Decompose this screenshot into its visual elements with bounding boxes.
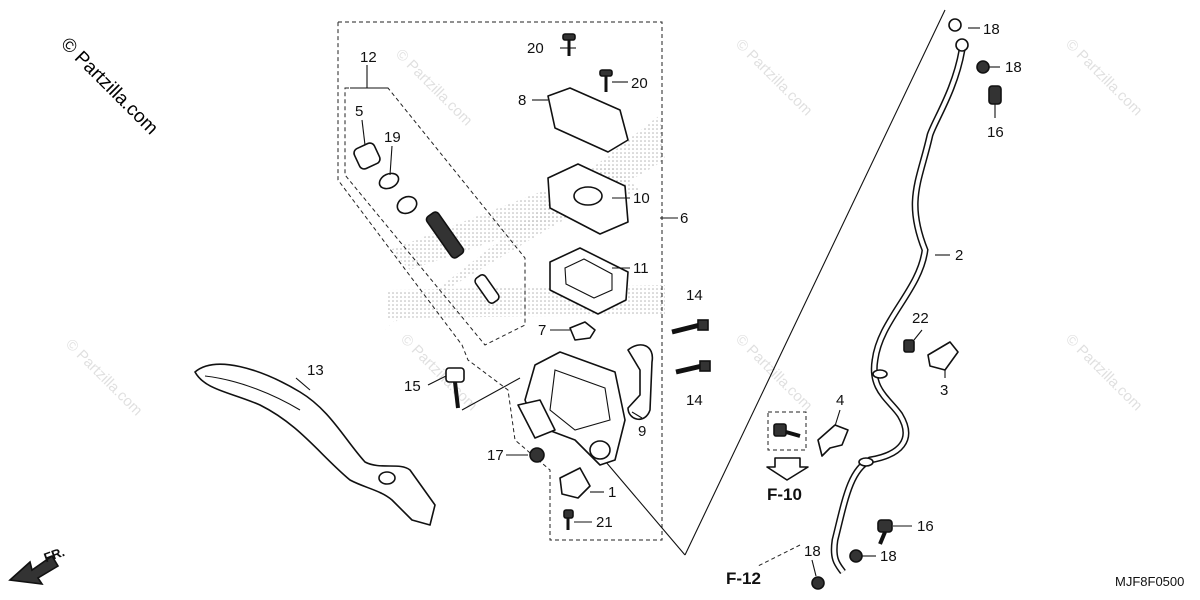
callout-18c: 18 [880,548,897,565]
direction-label: FR. [42,544,67,565]
watermark-faint-7: © Partzilla.com [1062,331,1145,414]
callout-labels: 12 5 19 20 20 8 10 6 11 7 14 14 9 13 15 … [307,21,1022,565]
leader-diagonal-upper [684,9,946,556]
screws-20 [562,33,613,92]
callout-18d: 18 [804,543,821,560]
callout-22: 22 [912,310,929,327]
callout-7: 7 [538,322,546,339]
watermark-faint-2: © Partzilla.com [732,36,815,119]
callout-6: 6 [680,210,688,227]
arrow-f10-icon [766,457,809,481]
callout-3: 3 [940,382,948,399]
callout-20a: 20 [527,40,544,57]
leader-diagonal-lower [599,454,686,556]
reservoir-cap [547,87,629,153]
front-direction-arrow [8,554,60,586]
callout-2: 2 [955,247,963,264]
stop-switch [559,467,591,499]
callout-12: 12 [360,49,377,66]
callout-11: 11 [633,260,649,277]
callout-18a: 18 [983,21,1000,38]
watermark-faint-3: © Partzilla.com [1062,36,1145,119]
watermark-faint-5: © Partzilla.com [397,331,480,414]
diaphragm-plate [547,163,629,235]
watermark-faint-6: © Partzilla.com [732,331,815,414]
clip [569,321,596,341]
reference-f12: F-12 [726,569,761,588]
callout-14a: 14 [686,287,703,304]
watermark-faint-4: © Partzilla.com [62,336,145,419]
holder [627,344,654,420]
diaphragm [549,247,629,315]
leader-f12 [757,544,801,567]
callout-10: 10 [633,190,650,207]
callout-1: 1 [608,484,616,501]
leader-lines [295,27,1000,577]
reference-f10: F-10 [767,485,802,504]
callout-15: 15 [404,378,421,395]
callout-9: 9 [638,423,646,440]
callout-5: 5 [355,103,363,120]
callout-16a: 16 [987,124,1004,141]
bolts-14 [671,319,711,375]
diagram-code: MJF8F0500 [1115,574,1184,589]
callout-21: 21 [596,514,613,531]
callout-4: 4 [836,392,844,409]
brake-lever [194,363,436,526]
callout-20b: 20 [631,75,648,92]
oil-bolts [877,85,1002,545]
sealing-washers [811,60,990,590]
hose-clamp [817,424,849,457]
callout-18b: 18 [1005,59,1022,76]
master-cylinder-assembly-outline [337,21,663,541]
screw-21 [563,509,574,530]
callout-14b: 14 [686,392,703,409]
brake-hose [830,18,969,575]
watermark-faint-1: © Partzilla.com [392,46,475,129]
piston-parts [353,142,500,304]
master-cylinder-body [517,351,626,466]
callout-17: 17 [487,447,504,464]
watermark-main: © Partzilla.com [56,34,161,139]
callout-13: 13 [307,362,324,379]
callout-8: 8 [518,92,526,109]
nut-17 [529,447,545,463]
callout-19: 19 [384,129,401,146]
bolt-f10 [773,423,801,438]
hose-bracket [903,339,959,371]
pivot-bolt [445,367,465,409]
f10-bolt-outline [767,411,807,451]
callout-16b: 16 [917,518,934,535]
